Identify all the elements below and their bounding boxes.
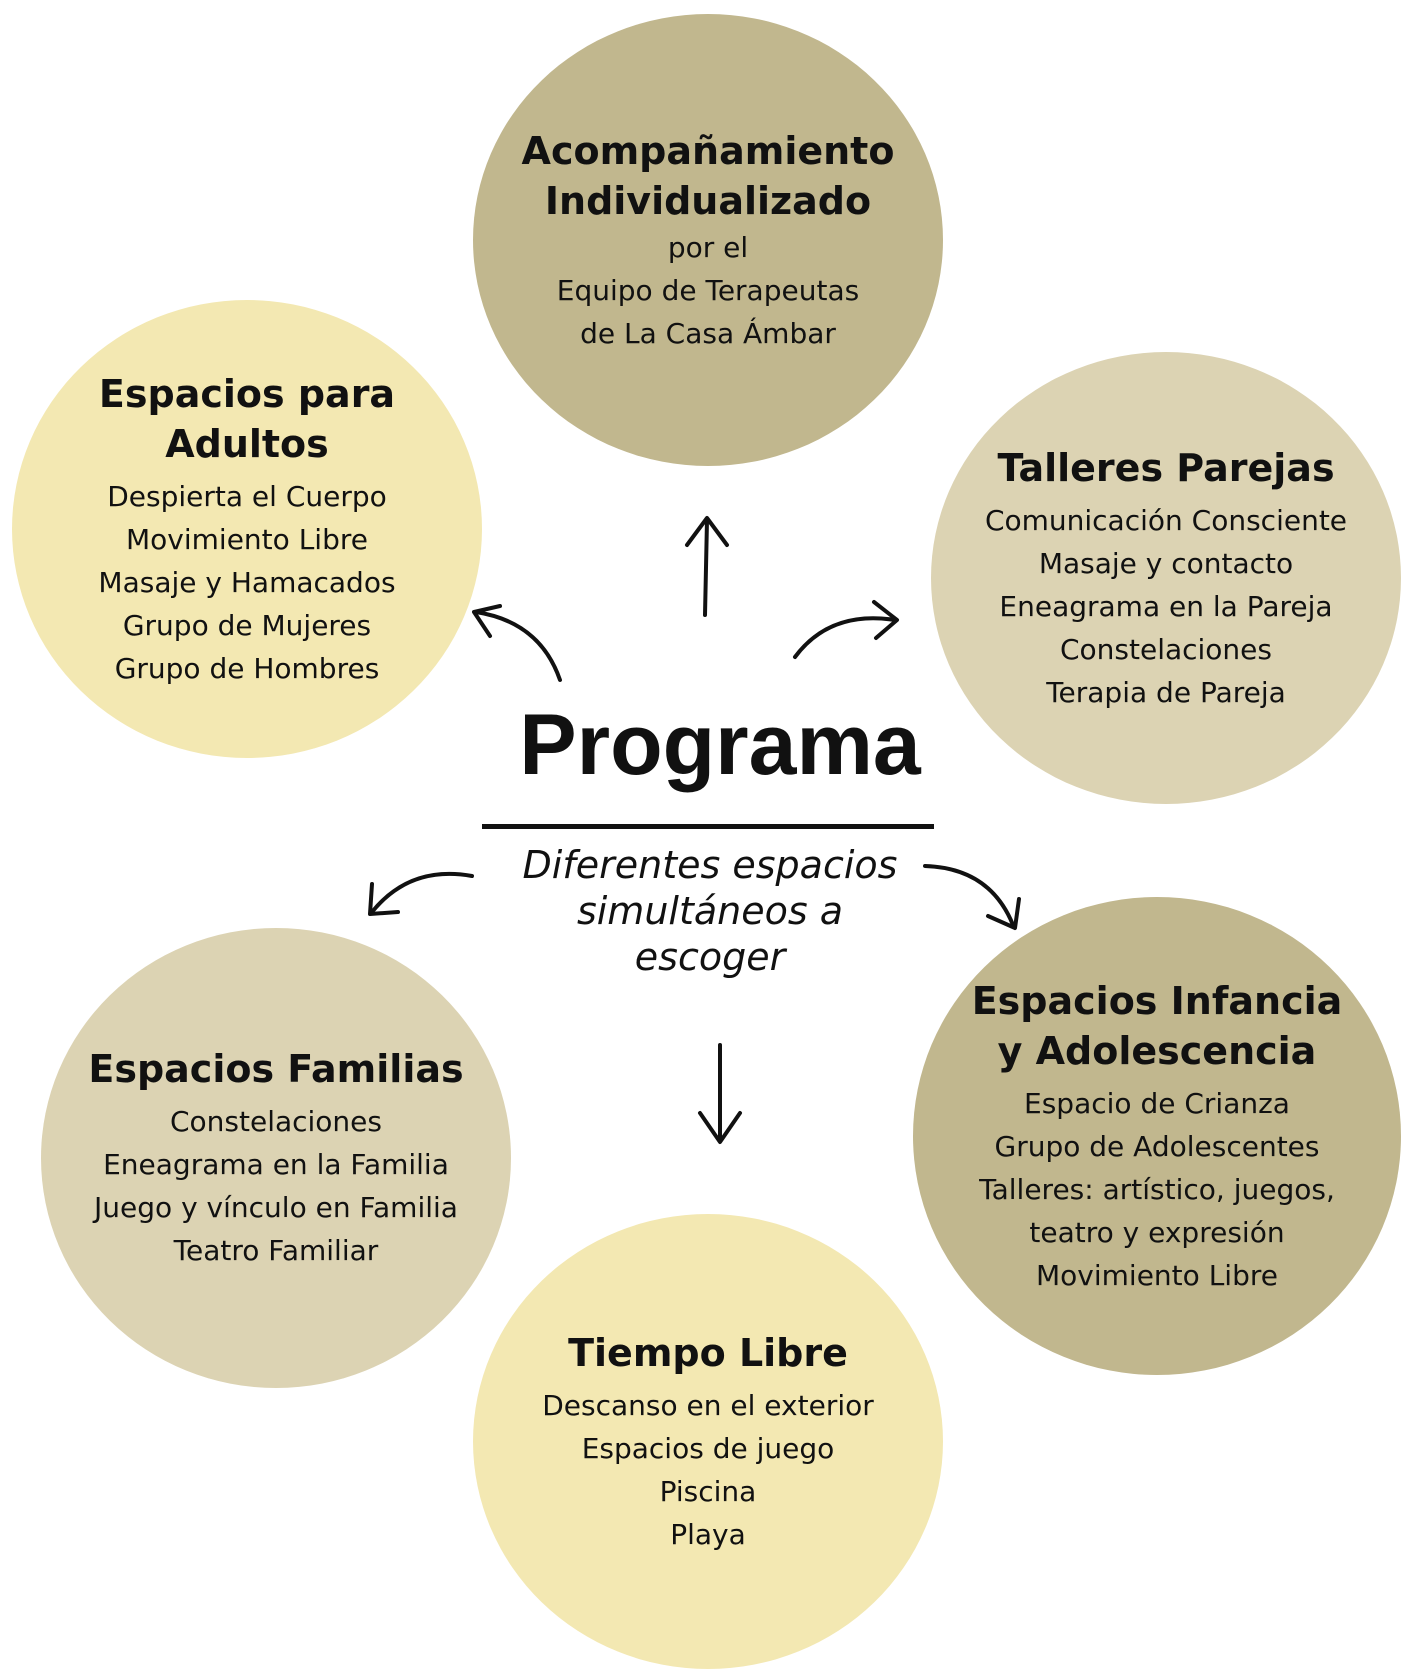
arrow-upper-right-icon (793, 600, 899, 659)
circle-items: Constelaciones Eneagrama en la Familia J… (94, 1100, 458, 1272)
list-item: Playa (670, 1517, 746, 1551)
list-item: Grupo de Adolescentes (994, 1129, 1320, 1163)
circle-items: Descanso en el exterior Espacios de jueg… (542, 1384, 874, 1556)
list-item: Espacios de juego (581, 1431, 835, 1465)
arrow-up-icon (685, 516, 729, 617)
title-line: Adultos (165, 421, 329, 466)
center-title: Programa (519, 697, 921, 793)
circle-title: Espacios para Adultos (99, 369, 395, 469)
circle-title: Talleres Parejas (997, 443, 1334, 493)
arrow-lower-left-icon (368, 871, 474, 916)
center-subtitle: Diferentes espacios simultáneos a escoge… (450, 842, 970, 980)
list-item: por el (667, 230, 749, 264)
list-item: Despierta el Cuerpo (107, 479, 387, 513)
list-item: Descanso en el exterior (542, 1388, 874, 1422)
title-line: Espacios para (98, 371, 396, 416)
circle-items: Comunicación Consciente Masaje y contact… (985, 499, 1347, 714)
list-item: Masaje y Hamacados (98, 565, 396, 599)
list-item: Talleres: artístico, juegos, (979, 1172, 1335, 1206)
list-item: Eneagrama en la Familia (103, 1148, 449, 1181)
subtitle-line: Diferentes espacios (522, 843, 898, 887)
title-line: Acompañamiento (521, 128, 895, 173)
arrow-down-icon (698, 1043, 742, 1144)
circle-espacios-familias: Espacios Familias Constelaciones Eneagra… (41, 928, 511, 1388)
title-line: Espacios Infancia (971, 978, 1343, 1023)
arrow-lower-right-icon (923, 864, 1021, 930)
list-item: teatro y expresión (1029, 1215, 1285, 1249)
circle-title: Espacios Familias (88, 1044, 463, 1094)
circle-title: Tiempo Libre (568, 1328, 848, 1378)
circle-title: Acompañamiento Individualizado (522, 126, 895, 226)
title-line: y Adolescencia (997, 1028, 1317, 1073)
title-line: Individualizado (544, 178, 872, 223)
subtitle-line: escoger (634, 935, 786, 979)
circle-tiempo-libre: Tiempo Libre Descanso en el exterior Esp… (473, 1214, 943, 1669)
title-line: Talleres Parejas (997, 445, 1335, 490)
circle-title: Espacios Infancia y Adolescencia (972, 976, 1343, 1076)
list-item: Constelaciones (169, 1105, 382, 1138)
list-item: de La Casa Ámbar (580, 316, 836, 350)
list-item: Piscina (659, 1474, 757, 1508)
title-line: Espacios Familias (88, 1047, 464, 1091)
list-item: Masaje y contacto (1038, 546, 1294, 580)
circle-espacios-infancia: Espacios Infancia y Adolescencia Espacio… (913, 897, 1401, 1375)
list-item: Terapia de Pareja (1046, 675, 1286, 709)
list-item: Eneagrama en la Pareja (999, 589, 1333, 623)
list-item: Equipo de Terapeutas (556, 273, 860, 307)
list-item: Constelaciones (1059, 632, 1272, 666)
list-item: Espacio de Crianza (1024, 1086, 1290, 1120)
list-item: Grupo de Mujeres (122, 608, 372, 642)
circle-items: Despierta el Cuerpo Movimiento Libre Mas… (98, 475, 395, 690)
list-item: Teatro Familiar (173, 1234, 379, 1267)
arrow-upper-left-icon (472, 604, 562, 682)
circle-items: Espacio de Crianza Grupo de Adolescentes… (979, 1082, 1335, 1297)
title-line: Tiempo Libre (568, 1330, 848, 1375)
circle-items: por el Equipo de Terapeutas de La Casa Á… (557, 226, 859, 355)
list-item: Grupo de Hombres (114, 651, 380, 685)
circle-talleres-parejas: Talleres Parejas Comunicación Consciente… (931, 352, 1401, 804)
subtitle-line: simultáneos a (576, 889, 844, 933)
circle-espacios-adultos: Espacios para Adultos Despierta el Cuerp… (12, 300, 482, 758)
list-item: Comunicación Consciente (984, 503, 1348, 537)
center-divider (482, 824, 934, 829)
list-item: Movimiento Libre (1036, 1258, 1278, 1292)
circle-acompanamiento: Acompañamiento Individualizado por el Eq… (473, 14, 943, 466)
list-item: Movimiento Libre (126, 522, 368, 556)
list-item: Juego y vínculo en Familia (94, 1191, 458, 1224)
